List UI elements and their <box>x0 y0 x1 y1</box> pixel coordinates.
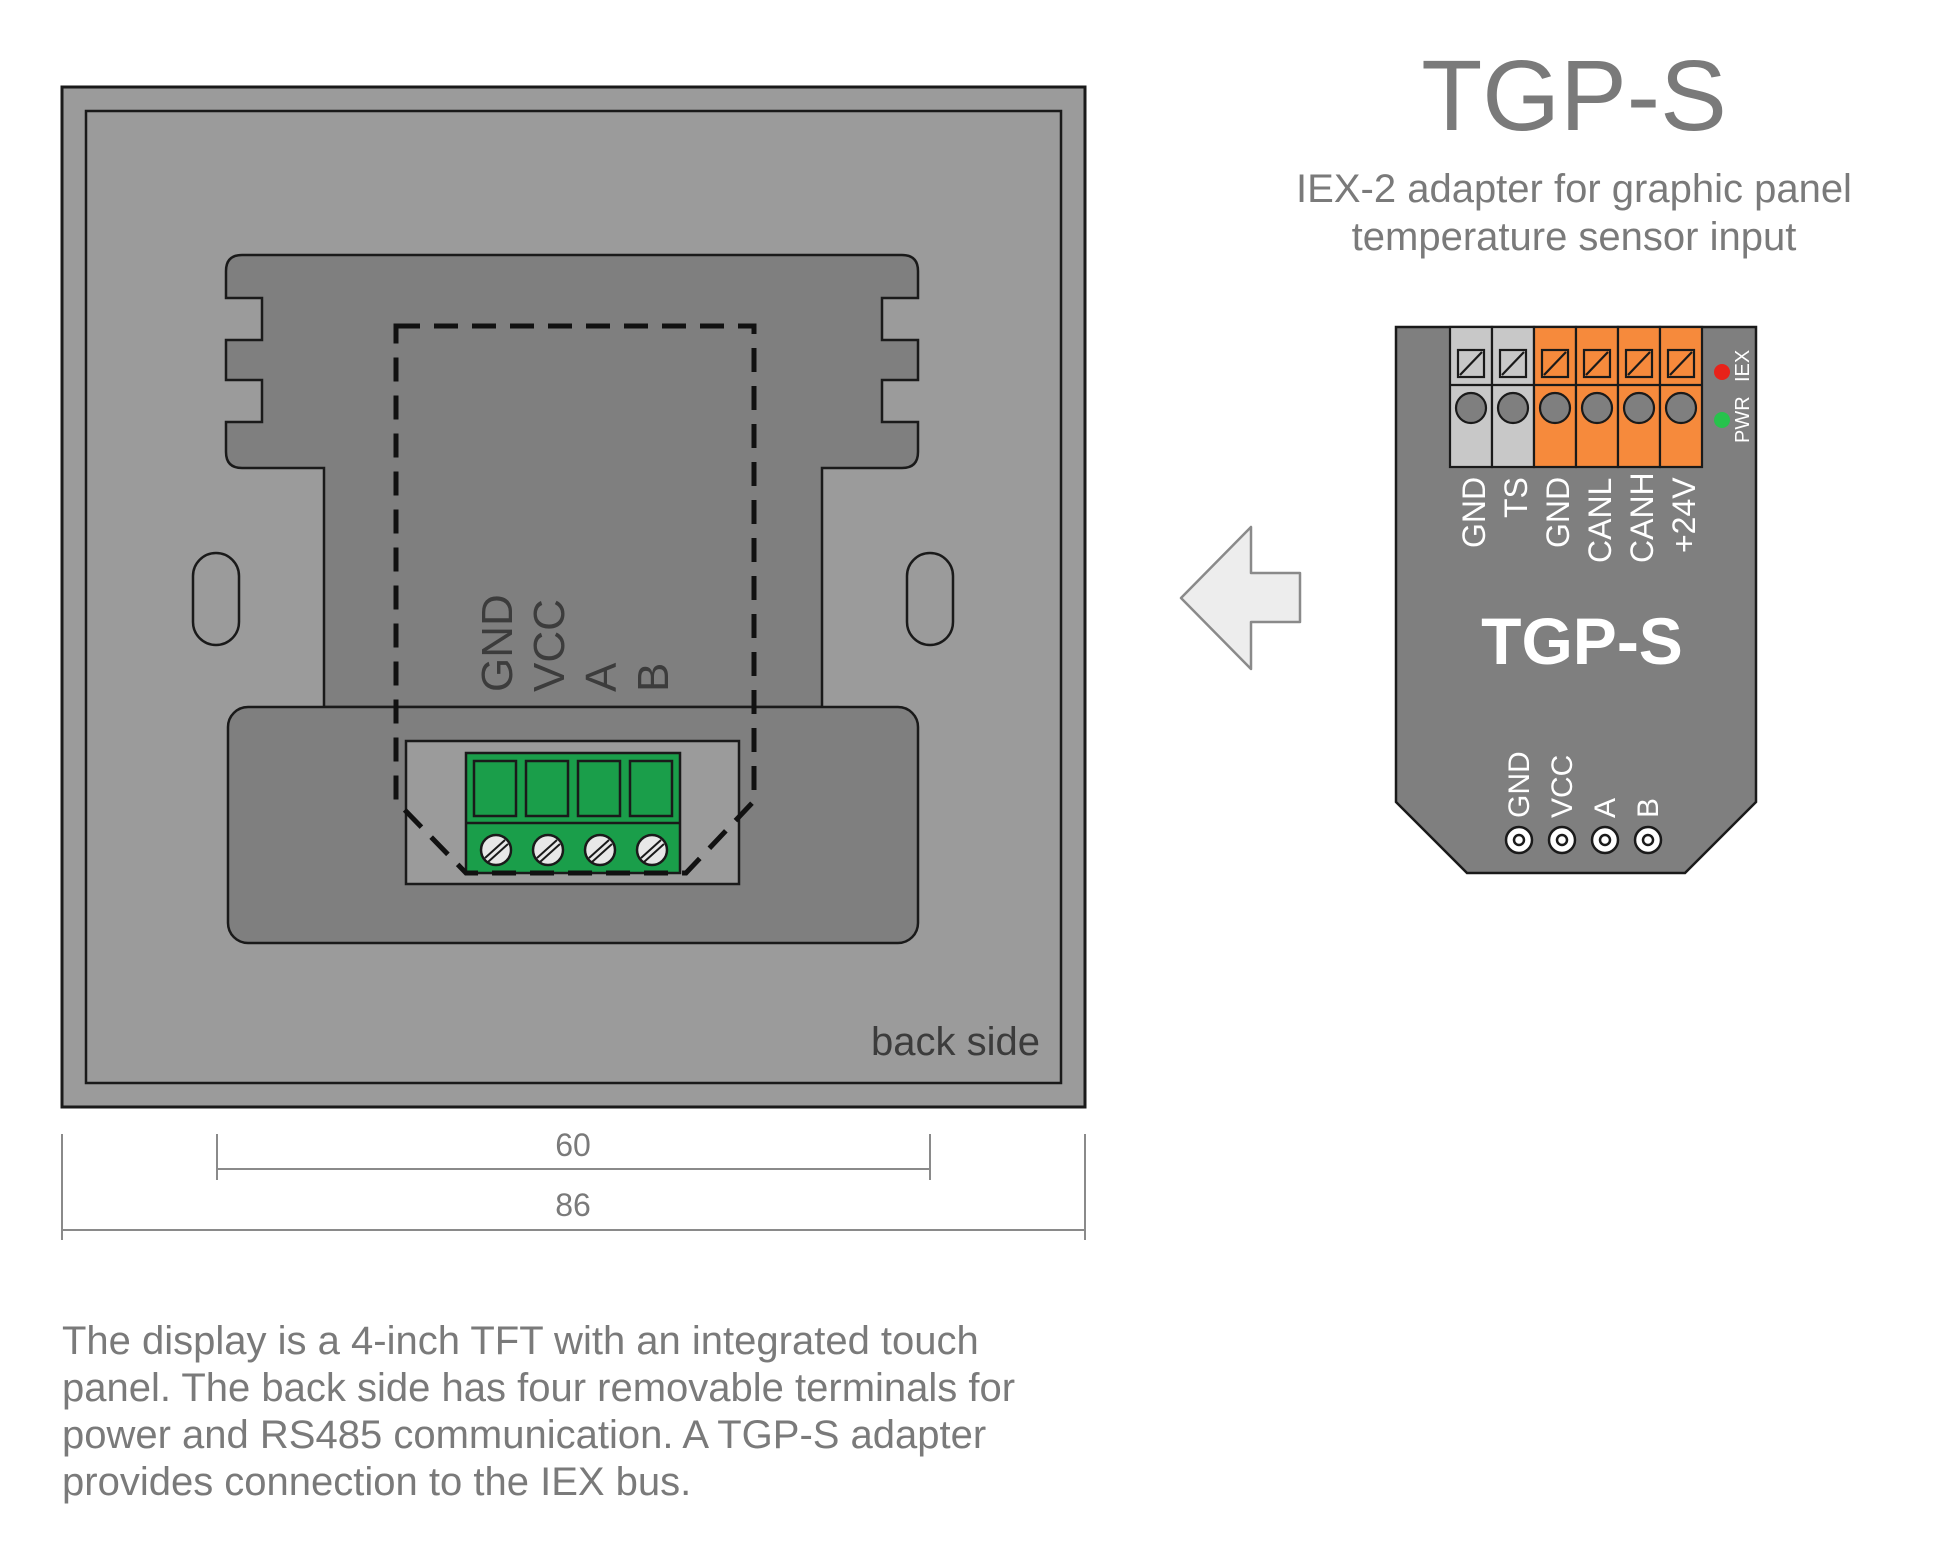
adapter-outline-dashed <box>393 323 757 876</box>
adapter-terminal-label-gnd-1: GND <box>1456 477 1492 548</box>
dimension-60-label: 60 <box>555 1127 591 1163</box>
screw-icon-1 <box>479 833 513 867</box>
subtitle-line-2: temperature sensor input <box>1352 215 1797 259</box>
adapter-pins <box>1504 825 1663 855</box>
screw-icon-2 <box>531 833 565 867</box>
clamp-lever-icon-4 <box>1582 348 1612 379</box>
wire-hole-4 <box>1580 391 1614 425</box>
panel-terminal-label-a: A <box>577 662 626 692</box>
led-label-pwr: PWR <box>1732 396 1754 443</box>
dimension-86-label: 86 <box>555 1187 591 1223</box>
led-green-indicator <box>1714 412 1730 428</box>
adapter-pin-label-b: B <box>1632 798 1665 818</box>
green-terminal-slot-4 <box>628 759 674 818</box>
dimension-lines <box>61 1134 1086 1240</box>
wire-hole-1 <box>1454 391 1488 425</box>
led-red-indicator <box>1714 364 1730 380</box>
pin-b <box>1633 825 1663 855</box>
adapter-name-label: TGP-S <box>1481 604 1683 678</box>
clamp-lever-icon-2 <box>1498 348 1528 379</box>
panel-terminal-label-vcc: VCC <box>525 599 574 692</box>
wire-hole-5 <box>1622 391 1656 425</box>
adapter-pin-label-vcc: VCC <box>1546 755 1579 818</box>
subtitle-line-1: IEX-2 adapter for graphic panel <box>1296 167 1852 211</box>
clamp-lever-icon-5 <box>1624 348 1654 379</box>
description-text: The display is a 4-inch TFT with an inte… <box>62 1318 1122 1506</box>
wire-hole-6 <box>1664 391 1698 425</box>
tgp-s-adapter: IEX PWR GND TS GND CANL CANH +24V TGP-S … <box>1394 325 1758 875</box>
panel-back-side: GND VCC A B back side <box>60 85 1087 1109</box>
clamp-lever-icon-6 <box>1666 348 1696 379</box>
green-terminal-slot-1 <box>472 759 518 818</box>
description-line-4: provides connection to the IEX bus. <box>62 1460 692 1504</box>
adapter-terminal-label-gnd-2: GND <box>1540 477 1576 548</box>
mounting-slot-right <box>905 551 955 647</box>
green-terminal-slot-2 <box>524 759 570 818</box>
clamp-lever-icon-1 <box>1456 348 1486 379</box>
panel-terminal-label-gnd: GND <box>473 594 522 692</box>
screw-icon-3 <box>583 833 617 867</box>
adapter-pin-label-gnd: GND <box>1503 751 1536 818</box>
arrow-left-icon <box>1179 525 1302 671</box>
adapter-terminal-label-24v: +24V <box>1666 477 1702 553</box>
pin-a <box>1590 825 1620 855</box>
back-side-label: back side <box>871 1020 1040 1064</box>
led-label-iex: IEX <box>1732 350 1754 382</box>
green-terminal-slot-3 <box>576 759 622 818</box>
adapter-terminal-label-ts: TS <box>1498 477 1534 518</box>
mounting-slot-left <box>191 551 241 647</box>
pin-vcc <box>1547 825 1577 855</box>
pin-gnd <box>1504 825 1534 855</box>
adapter-terminal-strip <box>1448 325 1704 469</box>
panel-terminal-label-b: B <box>629 663 678 692</box>
wire-hole-3 <box>1538 391 1572 425</box>
screw-icon-4 <box>635 833 669 867</box>
description-line-3: power and RS485 communication. A TGP-S a… <box>62 1413 987 1457</box>
green-terminal-block <box>464 751 682 875</box>
adapter-terminal-label-canh: CANH <box>1624 472 1660 563</box>
adapter-terminal-label-canl: CANL <box>1582 478 1618 563</box>
description-line-2: panel. The back side has four removable … <box>62 1366 1016 1410</box>
description-line-1: The display is a 4-inch TFT with an inte… <box>62 1319 979 1363</box>
wire-hole-2 <box>1496 391 1530 425</box>
page-title: TGP-S <box>1421 40 1727 152</box>
clamp-lever-icon-3 <box>1540 348 1570 379</box>
adapter-pin-label-a: A <box>1589 798 1622 818</box>
